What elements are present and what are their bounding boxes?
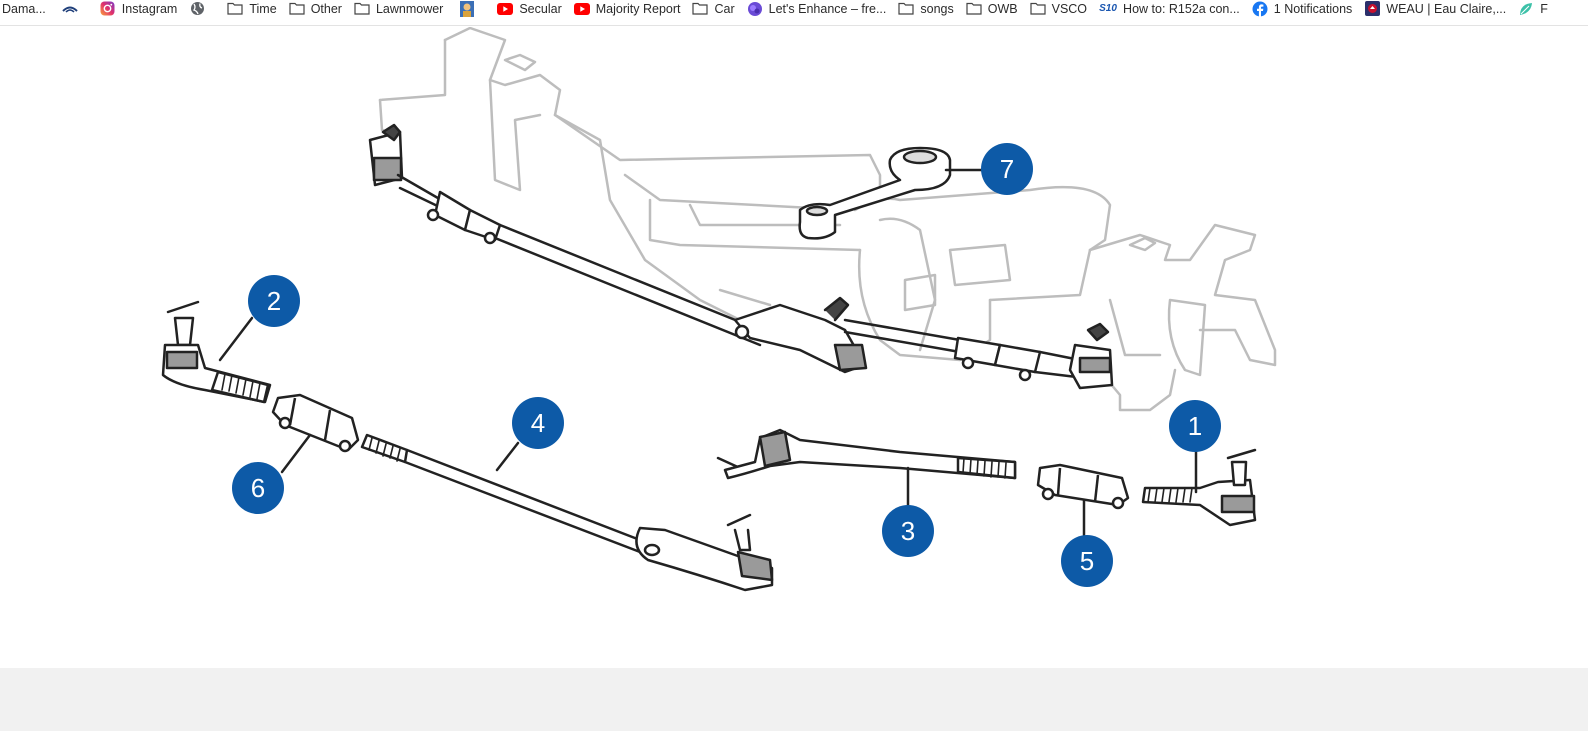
bookmark-folder-car[interactable]: Car [686, 0, 740, 20]
page-content: 1 2 3 4 5 6 7 [0, 27, 1588, 668]
assembled-linkage [368, 123, 1114, 390]
callout-1: 1 [1169, 400, 1221, 452]
folder-icon [289, 1, 305, 17]
bookmark-label: Dama... [2, 1, 46, 16]
bookmark-label: Instagram [121, 1, 178, 16]
leaf-icon [1518, 1, 1534, 17]
globe-icon [189, 1, 205, 17]
page-footer-band [0, 668, 1588, 731]
s10-icon: S10 [1099, 3, 1117, 14]
pitman-arm [798, 146, 952, 240]
bookmark-label: Secular [519, 1, 562, 16]
bookmark-facebook-notifications[interactable]: 1 Notifications [1246, 0, 1359, 20]
bookmark-globe[interactable] [183, 0, 221, 20]
weau-icon [1364, 1, 1380, 17]
part-1-tie-rod-end [1141, 448, 1257, 527]
bookmark-folder-time[interactable]: Time [221, 0, 282, 20]
bookmark-lets-enhance[interactable]: Let's Enhance – fre... [741, 0, 893, 20]
bookmark-label: Lawnmower [375, 1, 444, 16]
folder-icon [227, 1, 243, 17]
bookmark-label: songs [920, 1, 954, 16]
youtube-icon [573, 1, 590, 17]
folder-icon [1030, 1, 1046, 17]
bookmark-label: Car [714, 1, 735, 16]
bookmark-label: Other [310, 1, 342, 16]
part-5-sleeve [1036, 463, 1130, 510]
instagram-icon [100, 1, 116, 17]
letsenhance-icon [747, 1, 763, 17]
bookmark-s10-r152a[interactable]: S10 How to: R152a con... [1093, 0, 1246, 20]
folder-icon [692, 1, 709, 17]
folder-icon [898, 1, 914, 17]
portrait-icon [459, 0, 475, 17]
callout-4: 4 [512, 397, 564, 449]
youtube-icon [497, 1, 514, 17]
callout-2: 2 [248, 275, 300, 327]
facebook-icon [1252, 1, 1268, 17]
folder-icon [354, 1, 370, 17]
bookmark-label: How to: R152a con... [1123, 1, 1240, 16]
bookmark-site-logo[interactable] [52, 0, 94, 20]
bookmark-folder-lawnmower[interactable]: Lawnmower [348, 0, 449, 20]
bookmark-label: Majority Report [595, 1, 681, 16]
part-4-tie-rod [360, 433, 774, 592]
callout-6: 6 [232, 462, 284, 514]
steering-linkage-diagram [161, 27, 1277, 592]
bookmark-folder-owb[interactable]: OWB [960, 0, 1024, 20]
bookmark-label: OWB [987, 1, 1018, 16]
part-2-tie-rod-end [161, 300, 272, 404]
bookmark-instagram[interactable]: Instagram [94, 0, 184, 20]
part-6-adjusting-sleeve [271, 393, 360, 453]
callout-5: 5 [1061, 535, 1113, 587]
bookmark-youtube-secular[interactable]: Secular [491, 0, 567, 20]
bookmark-label: VSCO [1051, 1, 1088, 16]
callout-7: 7 [981, 143, 1033, 195]
bookmark-label: WEAU | Eau Claire,... [1386, 1, 1507, 16]
axle-frame-outline [378, 27, 1277, 412]
bookmark-youtube-majority-report[interactable]: Majority Report [568, 0, 687, 20]
bookmark-label: Time [249, 1, 277, 16]
site-logo-icon [62, 1, 78, 17]
callout-3: 3 [882, 505, 934, 557]
bookmarks-bar: Dama... Instagram Time Other Lawnmower [0, 0, 1588, 26]
bookmark-weau[interactable]: WEAU | Eau Claire,... [1358, 0, 1512, 20]
bookmark-folder-other[interactable]: Other [283, 0, 348, 20]
bookmark-dama[interactable]: Dama... [0, 0, 52, 20]
bookmark-label: Let's Enhance – fre... [768, 1, 887, 16]
bookmark-folder-songs[interactable]: songs [892, 0, 959, 20]
folder-icon [966, 1, 982, 17]
bookmark-folder-vsco[interactable]: VSCO [1024, 0, 1093, 20]
bookmark-leaf[interactable]: F [1512, 0, 1554, 20]
part-3-drag-link [716, 428, 1017, 480]
bookmark-portrait[interactable] [449, 0, 491, 20]
bookmark-label: 1 Notifications [1273, 1, 1353, 16]
callout-leader-lines [218, 168, 1198, 537]
bookmark-label: F [1540, 1, 1548, 16]
